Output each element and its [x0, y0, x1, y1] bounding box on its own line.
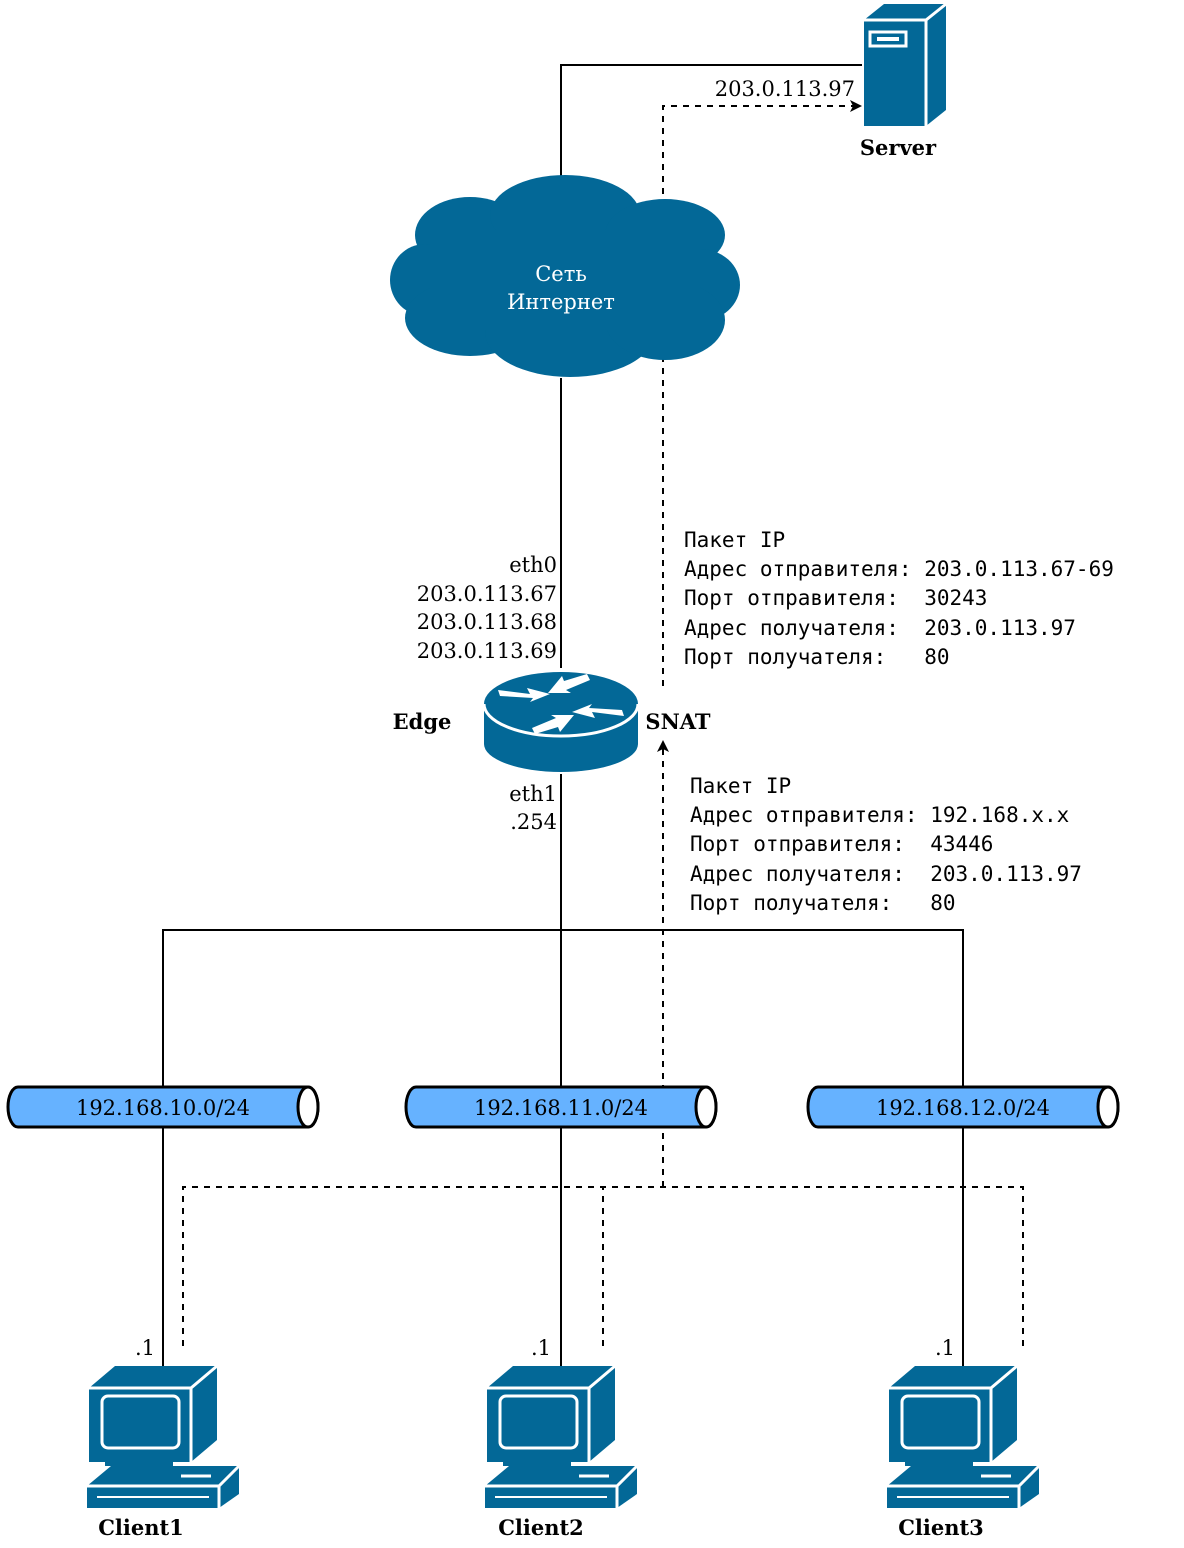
flow-to-server: [662, 100, 862, 686]
pc-icon: [85, 1364, 241, 1510]
packet-in-line: Адрес отправителя: 192.168.x.x: [690, 803, 1069, 827]
server-icon: [864, 2, 947, 126]
server-label: Server: [860, 135, 937, 160]
client-2[interactable]: .1 Client2: [483, 1336, 639, 1540]
packet-out-line: Порт отправителя: 30243: [684, 586, 987, 610]
client-3-label: Client3: [898, 1515, 984, 1540]
client-1-label: Client1: [98, 1515, 184, 1540]
client-2-ip: .1: [531, 1336, 551, 1360]
internet-label-line2: Интернет: [507, 290, 615, 314]
packet-out-line: Адрес получателя: 203.0.113.97: [684, 616, 1076, 640]
client-3-ip: .1: [935, 1336, 955, 1360]
network-segment-2[interactable]: 192.168.11.0/24: [404, 1085, 718, 1129]
packet-out-line: Порт получателя: 80: [684, 645, 950, 669]
internet-label-line1: Сеть: [535, 262, 587, 286]
pc-icon: [483, 1364, 639, 1510]
edge-label: Edge: [393, 709, 452, 734]
router-icon: [482, 672, 640, 772]
packet-out-line: Адрес отправителя: 203.0.113.67-69: [684, 557, 1114, 581]
client-3[interactable]: .1 Client3: [885, 1336, 1041, 1540]
snat-label: SNAT: [645, 709, 711, 734]
client-1-ip: .1: [135, 1336, 155, 1360]
pc-icon: [885, 1364, 1041, 1510]
internet-cloud: Сеть Интернет: [390, 175, 740, 377]
network-2-label: 192.168.11.0/24: [474, 1096, 648, 1120]
network-segment-1[interactable]: 192.168.10.0/24: [6, 1085, 320, 1129]
packet-in-line: Порт отправителя: 43446: [690, 832, 993, 856]
packet-in-title: Пакет IP: [690, 774, 791, 798]
link-internet-server: [560, 64, 862, 176]
link-lan-bus: [162, 929, 964, 1087]
packet-before-snat: Пакет IP Адрес отправителя: 192.168.x.x …: [690, 774, 1082, 915]
links: [162, 64, 964, 1366]
network-3-label: 192.168.12.0/24: [876, 1096, 1050, 1120]
network-1-label: 192.168.10.0/24: [76, 1096, 250, 1120]
client-2-label: Client2: [498, 1515, 584, 1540]
server-ip: 203.0.113.97: [715, 77, 855, 101]
packet-in-line: Порт получателя: 80: [690, 891, 956, 915]
client-1[interactable]: .1 Client1: [85, 1336, 241, 1540]
eth0-ip-2: 203.0.113.68: [417, 610, 557, 634]
cloud-icon: [390, 175, 740, 377]
eth0-ip-1: 203.0.113.67: [417, 582, 557, 606]
eth0-ip-3: 203.0.113.69: [417, 639, 557, 663]
edge-router[interactable]: eth0 203.0.113.67 203.0.113.68 203.0.113…: [393, 553, 711, 834]
packet-in-line: Адрес получателя: 203.0.113.97: [690, 862, 1082, 886]
packet-after-snat: Пакет IP Адрес отправителя: 203.0.113.67…: [684, 528, 1114, 669]
packet-out-title: Пакет IP: [684, 528, 785, 552]
eth0-label: eth0: [509, 553, 557, 577]
network-segment-3[interactable]: 192.168.12.0/24: [806, 1085, 1120, 1129]
eth1-ip: .254: [510, 810, 557, 834]
server[interactable]: 203.0.113.97 Server: [715, 2, 947, 160]
eth1-label: eth1: [509, 782, 557, 806]
